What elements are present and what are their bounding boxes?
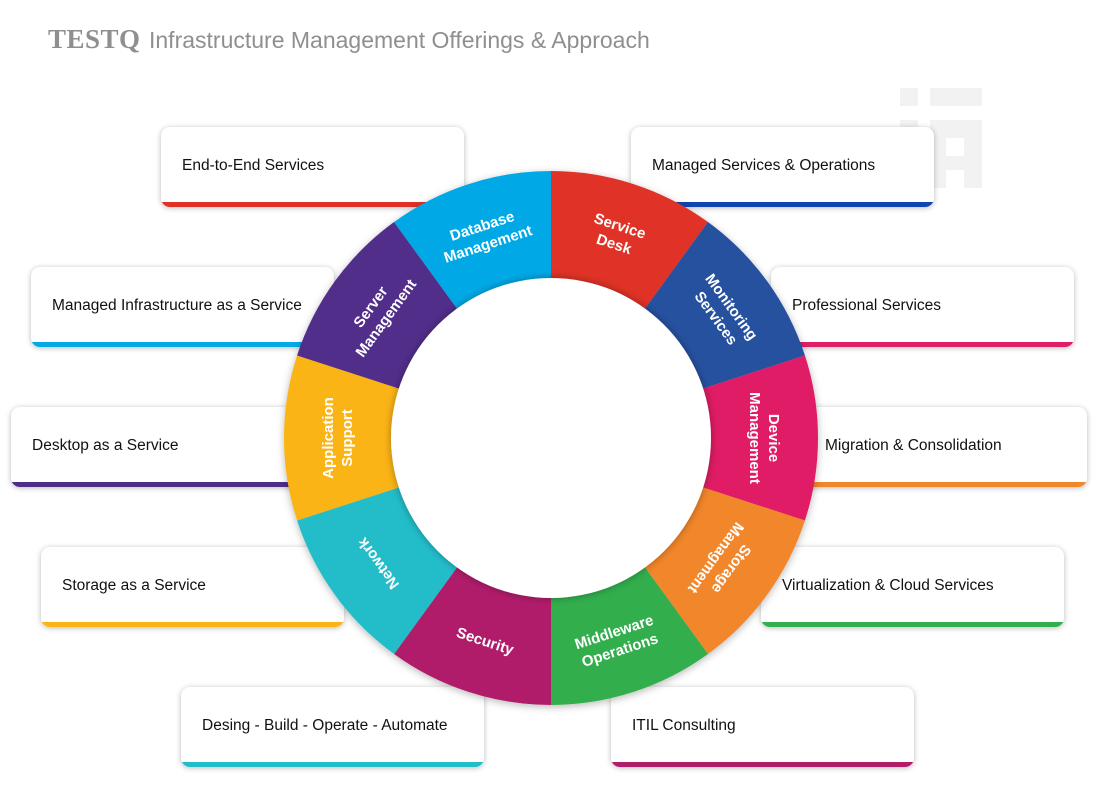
- offering-card-virtualization-cloud[interactable]: Virtualization & Cloud Services: [761, 547, 1064, 627]
- card-accent-bar: [41, 622, 344, 627]
- offering-card-itil-consulting[interactable]: ITIL Consulting: [611, 687, 914, 767]
- offering-card-migration-consolidation[interactable]: Migration & Consolidation: [784, 407, 1087, 487]
- card-accent-bar: [631, 202, 934, 207]
- ring-segment-middleware-operations[interactable]: [551, 564, 708, 705]
- offering-label: Migration & Consolidation: [825, 437, 1002, 454]
- card-accent-bar: [181, 762, 484, 767]
- card-accent-bar: [771, 342, 1074, 347]
- ring-segment-service-desk[interactable]: [551, 171, 708, 312]
- offering-label: Storage as a Service: [62, 577, 206, 594]
- ring-segment-application-support[interactable]: [283, 355, 403, 521]
- ring-segment-device-management[interactable]: [699, 355, 818, 521]
- card-accent-bar: [611, 762, 914, 767]
- ring-segment-security[interactable]: [394, 564, 551, 705]
- offering-label: Professional Services: [792, 297, 942, 314]
- card-accent-bar: [784, 482, 1087, 487]
- card-accent-bar: [31, 342, 334, 347]
- offering-card-professional-services[interactable]: Professional Services: [771, 267, 1074, 347]
- offering-label: Desing - Build - Operate - Automate: [202, 717, 448, 734]
- offering-card-storage-as-a-service[interactable]: Storage as a Service: [41, 547, 344, 627]
- page-title: TESTQ Infrastructure Management Offering…: [48, 24, 650, 55]
- card-accent-bar: [11, 482, 314, 487]
- offering-card-desktop-as-a-service[interactable]: Desktop as a Service: [11, 407, 314, 487]
- ring-segment-database-management[interactable]: [394, 171, 551, 312]
- offering-label: Virtualization & Cloud Services: [782, 577, 994, 594]
- offering-card-managed-services-operations[interactable]: Managed Services & Operations: [631, 127, 934, 207]
- offering-card-end-to-end-services[interactable]: End-to-End Services: [161, 127, 464, 207]
- offering-card-design-build-operate-automate[interactable]: Desing - Build - Operate - Automate: [181, 687, 484, 767]
- card-accent-bar: [161, 202, 464, 207]
- offering-label: ITIL Consulting: [632, 717, 736, 734]
- brand-name: TESTQ: [48, 24, 141, 54]
- offering-label: Managed Services & Operations: [652, 157, 876, 174]
- offering-card-managed-infrastructure[interactable]: Managed Infrastructure as a Service: [31, 267, 334, 347]
- card-accent-bar: [761, 622, 1064, 627]
- offering-label: Managed Infrastructure as a Service: [52, 297, 302, 314]
- offering-label: End-to-End Services: [182, 157, 325, 174]
- offering-label: Desktop as a Service: [32, 437, 179, 454]
- page-subtitle: Infrastructure Management Offerings & Ap…: [149, 27, 650, 53]
